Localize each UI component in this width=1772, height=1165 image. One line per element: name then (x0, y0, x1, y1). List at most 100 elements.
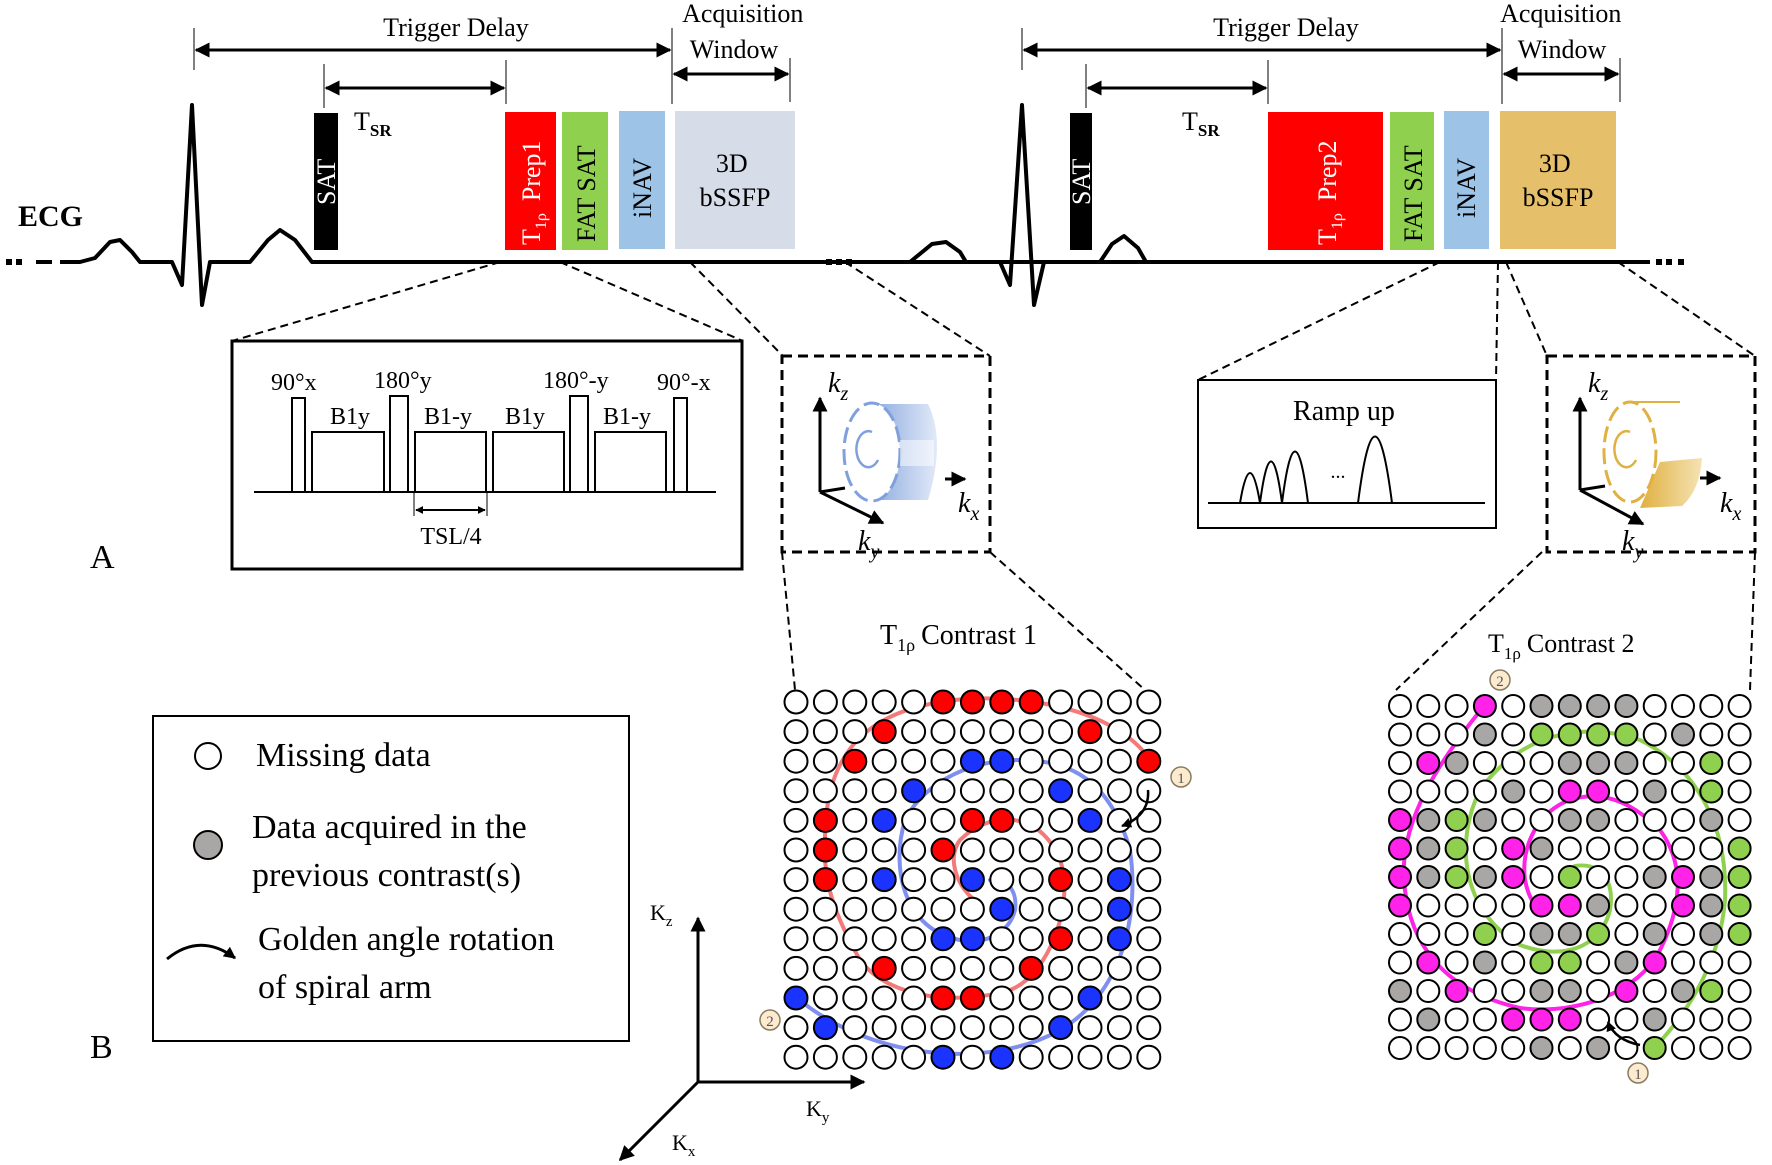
kspace-sample-missing (1136, 837, 1162, 863)
kspace-sample-previous (1529, 836, 1554, 861)
svg-text:90°x: 90°x (271, 370, 317, 396)
kspace-sample-missing (1501, 808, 1526, 832)
kspace-sample-missing (930, 896, 956, 922)
legend-item-missing: Missing data (256, 737, 431, 774)
kspace-sample-missing (959, 837, 985, 863)
kspace-sample-magenta (1416, 751, 1441, 775)
kspace-sample-missing (1048, 955, 1074, 981)
kspace-sample-red (1136, 748, 1162, 774)
kspace-sample-missing (871, 748, 897, 774)
kspace-sample-missing (1444, 722, 1469, 747)
kspace-sample-blue (930, 926, 956, 952)
tsl-label: TSL/4 (420, 524, 481, 550)
kspace-sample-missing (842, 896, 868, 922)
ecg-label: ECG (18, 200, 83, 233)
kspace-sample-red (812, 807, 838, 833)
kspace-sample-magenta (1529, 893, 1554, 918)
kspace-sample-missing (930, 748, 956, 774)
kspace-sample-previous (1642, 922, 1667, 946)
kspace-sample-previous (1671, 722, 1695, 747)
kspace-sample-previous (1416, 808, 1441, 832)
kspace-sample-missing (1388, 1007, 1412, 1032)
kspace-sample-missing (1416, 979, 1441, 1003)
kspace-sample-missing (1136, 955, 1162, 981)
kspace-sample-missing (989, 926, 1015, 952)
kspace-sample-previous (1586, 694, 1611, 718)
kspace-sample-missing (1416, 694, 1441, 718)
kspace-sample-missing (1501, 751, 1526, 775)
kspace-sample-missing (901, 689, 927, 715)
kspace-sample-missing (1727, 979, 1752, 1003)
kspace-sample-missing (1136, 867, 1162, 893)
kspace-sample-blue (871, 807, 897, 833)
fat-sat-block (1390, 112, 1434, 250)
zoom-connectors (231, 261, 1756, 691)
kspace-sample-red (1018, 689, 1044, 715)
kspace-sample-green (1727, 893, 1752, 918)
kspace-sample-missing (1077, 926, 1103, 952)
kspace-sample-green (1529, 722, 1554, 747)
kspace-sample-missing (1388, 922, 1412, 946)
ramp-ellipsis: ... (1331, 461, 1346, 483)
trigger-delay-label: Trigger Delay (383, 13, 529, 42)
kspace-sample-missing (1671, 808, 1695, 832)
inav-block (619, 111, 665, 249)
kspace-sample-previous (1614, 751, 1639, 775)
fat-sat-block (562, 112, 608, 250)
sat-block-label: SAT (1067, 159, 1096, 205)
kspace-sample-previous (1586, 1036, 1611, 1060)
kspace-sample-missing (1699, 950, 1724, 975)
axis-kx-label: kx (1720, 488, 1741, 525)
t1rho-prep-detail: 90°x 180°y 180°-y 90°-x B1y B1-y B1y B1-… (230, 339, 744, 571)
kspace-sample-missing (1388, 751, 1412, 775)
axis-ky-label: ky (1622, 526, 1643, 563)
kspace-sample-magenta (1388, 865, 1412, 889)
kspace-sample-missing (812, 926, 838, 952)
kspace-sample-previous (1501, 779, 1526, 804)
kspace-sample-missing (1472, 1036, 1497, 1060)
kspace-sample-missing (1699, 1036, 1724, 1060)
kspace-sample-missing (1529, 808, 1554, 832)
kspace-sample-missing (901, 926, 927, 952)
sat-block-label: SAT (312, 159, 341, 205)
kspace-sample-previous (1472, 808, 1497, 832)
kspace-sample-green (1727, 922, 1752, 946)
kspace-sample-missing (842, 719, 868, 745)
marker-2-contrast-1: 2 (759, 1009, 781, 1031)
kspace-sample-blue (1106, 896, 1132, 922)
ramp-up-detail: Ramp up ... (1197, 379, 1497, 529)
kspace-sample-missing (1077, 778, 1103, 804)
kspace-sample-green (1557, 865, 1582, 889)
kspace-sample-missing (812, 955, 838, 981)
kspace-sample-previous (1416, 836, 1441, 861)
axis-kz-label: kz (828, 368, 848, 405)
axis-kz-label: kz (1588, 368, 1608, 405)
kspace-sample-missing (842, 926, 868, 952)
kspace-sample-missing (930, 719, 956, 745)
kspace-sample-missing (1388, 1036, 1412, 1060)
kspace-sample-missing (1642, 751, 1667, 775)
kspace-sample-magenta (1557, 779, 1582, 804)
kspace-sample-green (1699, 751, 1724, 775)
kspace-sample-missing (989, 837, 1015, 863)
kspace-sample-red (989, 807, 1015, 833)
kspace-sample-missing (1671, 1036, 1695, 1060)
kspace-sample-red (959, 807, 985, 833)
svg-text:90°-x: 90°-x (657, 370, 711, 396)
kspace-sample-previous (1557, 808, 1582, 832)
kspace-sample-missing (842, 837, 868, 863)
kspace-sample-missing (1501, 893, 1526, 918)
kspace-sample-missing (1018, 896, 1044, 922)
kspace-sample-missing (1727, 751, 1752, 775)
kspace-sample-missing (783, 1044, 809, 1070)
kspace-sample-previous (1642, 779, 1667, 804)
kspace-sample-missing (1727, 1036, 1752, 1060)
kspace-sample-previous (1614, 950, 1639, 975)
kspace-sample-missing (989, 867, 1015, 893)
kspace-sample-missing (1727, 694, 1752, 718)
kspace-sample-missing (930, 1015, 956, 1041)
kspace-sample-red (1077, 719, 1103, 745)
kspace-sample-red (959, 689, 985, 715)
kspace-sample-missing (1671, 1007, 1695, 1032)
